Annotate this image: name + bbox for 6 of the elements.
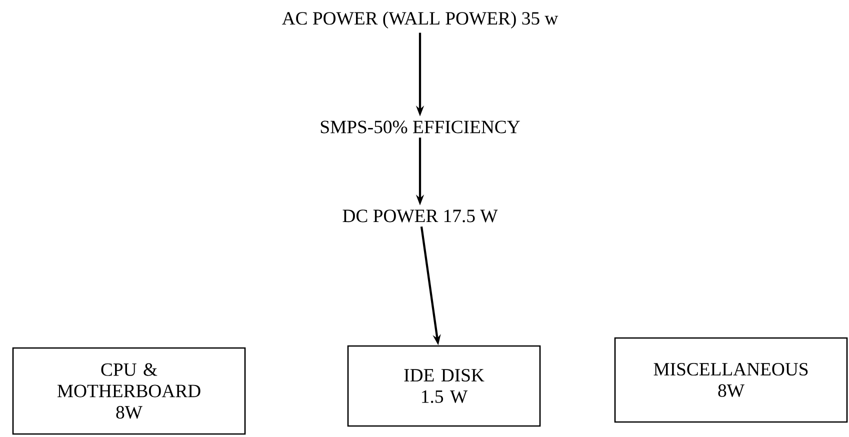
power-stage-label: AC POWER (WALL POWER) 35 w — [282, 12, 558, 28]
component-box: IDE DISK 1.5 W — [347, 345, 541, 427]
power-stage-label: DC POWER 17.5 W — [342, 210, 498, 222]
component-box: MISCELLANEOUS 8W — [614, 337, 848, 423]
component-box: CPU & MOTHERBOARD 8W — [12, 347, 246, 435]
power-stage-label: SMPS-50% EFFICIENCY — [320, 120, 520, 134]
